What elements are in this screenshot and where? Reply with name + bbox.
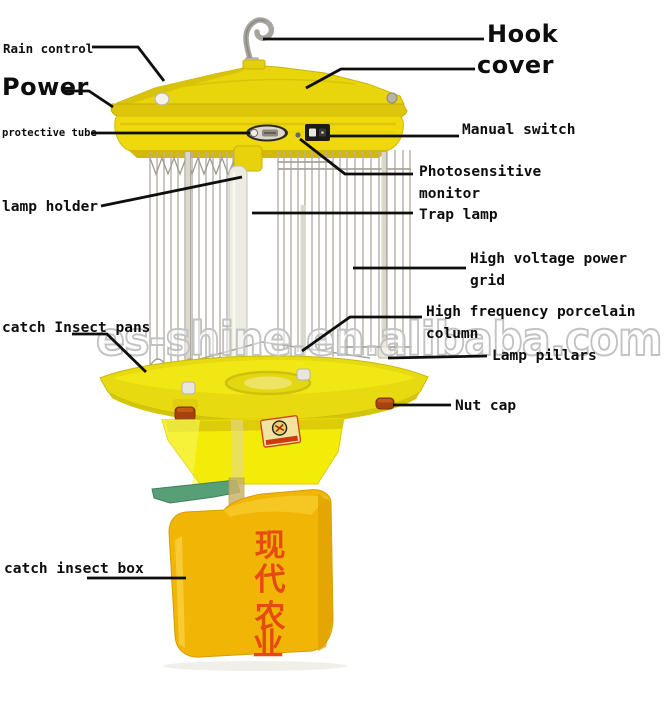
rain-control-sensor bbox=[154, 92, 170, 106]
box-char-2: 代 bbox=[254, 562, 286, 598]
drop-tube bbox=[231, 420, 243, 480]
protective-tube-part bbox=[246, 124, 288, 142]
photosensitive-monitor-part bbox=[295, 132, 301, 138]
label-high-voltage-power-grid: High voltage power grid bbox=[470, 251, 628, 290]
label-cover: cover bbox=[477, 51, 554, 79]
label-lamp-pillars: Lamp pillars bbox=[492, 348, 597, 364]
spring-wires bbox=[149, 156, 235, 176]
housing-illustration bbox=[114, 115, 404, 158]
label-catch-insect-pans: catch Insect pans bbox=[2, 320, 151, 336]
box-char-3: 农 bbox=[255, 599, 286, 635]
high-voltage-grid-wires-left bbox=[149, 152, 234, 370]
label-photosensitive-monitor: Photosensitive monitor bbox=[419, 164, 542, 203]
box-char-4: 业 bbox=[253, 627, 284, 663]
box-brand-text: 现 代 农 业 bbox=[253, 528, 286, 663]
funnel-illustration bbox=[151, 415, 345, 537]
label-lamp-holder: lamp holder bbox=[2, 199, 99, 215]
label-protective-tube: protective tube bbox=[2, 127, 97, 139]
box-char-1: 现 bbox=[255, 528, 286, 564]
nut-cap-parts bbox=[172, 397, 395, 422]
label-hook: Hook bbox=[487, 20, 559, 48]
manual-switch-part bbox=[305, 124, 330, 141]
box-shadow bbox=[163, 661, 347, 671]
roof-screw bbox=[386, 92, 398, 104]
label-power: Power bbox=[2, 73, 89, 101]
box-illustration: 现 代 农 业 bbox=[163, 489, 347, 671]
lamp-holder-part bbox=[233, 145, 263, 172]
cage-illustration bbox=[149, 145, 412, 386]
label-catch-insect-box: catch insect box bbox=[4, 561, 144, 577]
label-trap-lamp: Trap lamp bbox=[419, 207, 498, 223]
roof-cover-illustration bbox=[110, 59, 408, 119]
label-rain-control: Rain control bbox=[3, 41, 94, 56]
warning-sticker bbox=[259, 415, 302, 448]
pan-illustration bbox=[99, 346, 429, 425]
label-manual-switch: Manual switch bbox=[462, 122, 576, 138]
label-high-frequency-porcelain-column: High frequency porcelain column bbox=[426, 304, 636, 343]
label-nut-cap: Nut cap bbox=[455, 398, 517, 414]
